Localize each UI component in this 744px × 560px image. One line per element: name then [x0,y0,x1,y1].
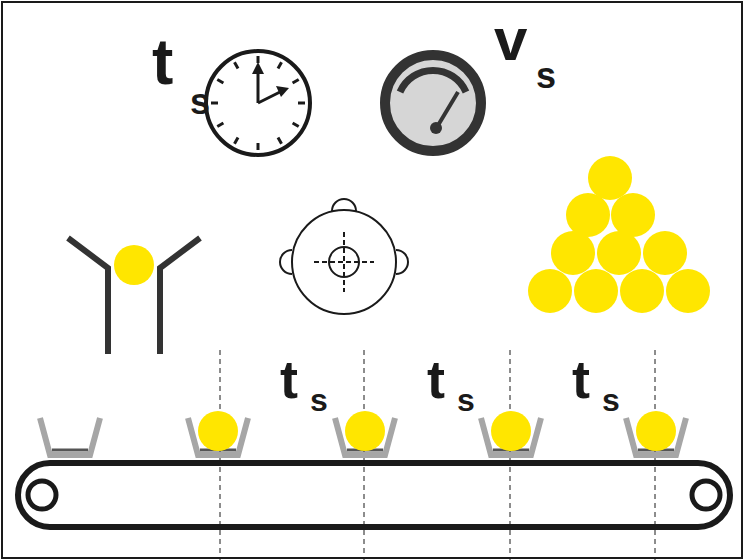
subscript: s [190,84,210,120]
time-symbol: t [572,352,590,406]
time-symbol: t [152,30,173,94]
ball [114,245,154,285]
feed-funnel [68,238,200,354]
time-symbol: t [280,352,298,406]
time-symbol: t [427,352,445,406]
clock-symbol [206,51,310,155]
sensor-target [280,199,408,314]
conveyor-belt [18,463,730,527]
speed-symbol: v [494,10,527,70]
subscript: s [457,384,475,416]
ball-stock [528,156,710,313]
subscript: s [536,58,556,94]
subscript: s [310,384,328,416]
subscript: s [602,384,620,416]
speed-gauge [385,55,481,151]
cups [40,411,686,455]
